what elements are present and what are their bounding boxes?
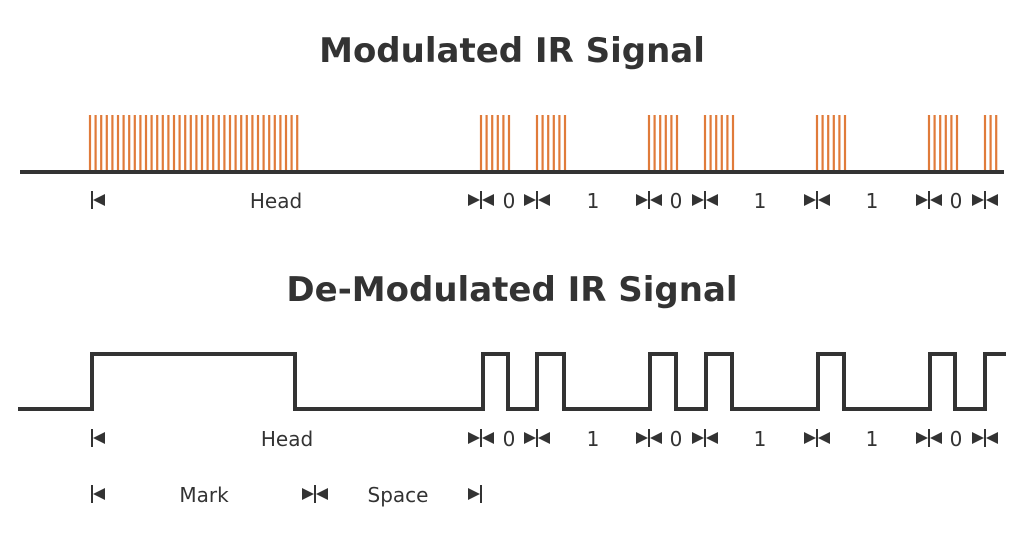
modulated-carrier-bursts (88, 115, 998, 172)
demodulated-bit-label: 0 (670, 427, 683, 451)
arrow-icon (538, 432, 550, 444)
arrow-icon (93, 432, 105, 444)
boundary-marker (804, 429, 830, 447)
carrier-burst (535, 115, 567, 172)
arrow-icon (636, 194, 648, 206)
boundary-marker (91, 429, 105, 447)
mark-label: Mark (179, 483, 229, 507)
boundary-marker (804, 191, 830, 209)
arrow-icon (972, 432, 984, 444)
modulated-title: Modulated IR Signal (319, 31, 705, 71)
arrow-icon (986, 194, 998, 206)
arrow-icon (650, 432, 662, 444)
demodulated-boundary-markers (91, 429, 998, 447)
boundary-marker (468, 191, 494, 209)
boundary-marker (692, 191, 718, 209)
arrow-icon (804, 194, 816, 206)
demodulated-bit-label: 0 (503, 427, 516, 451)
modulated-boundary-markers (91, 191, 998, 209)
boundary-marker (916, 429, 942, 447)
mark-space-boundary-markers (91, 485, 482, 503)
arrow-icon (538, 194, 550, 206)
boundary-marker (91, 191, 105, 209)
arrow-icon (706, 432, 718, 444)
demodulated-bit-label: 0 (950, 427, 963, 451)
modulated-bit-label: 1 (866, 189, 879, 213)
arrow-icon (302, 488, 314, 500)
carrier-burst (703, 115, 735, 172)
modulated-bit-label: 0 (670, 189, 683, 213)
boundary-marker (692, 429, 718, 447)
boundary-marker (972, 429, 998, 447)
boundary-marker (524, 429, 550, 447)
arrow-icon (916, 432, 928, 444)
modulated-bit-label: 1 (587, 189, 600, 213)
arrow-icon (972, 194, 984, 206)
space-label: Space (368, 483, 429, 507)
boundary-marker (524, 191, 550, 209)
boundary-marker (916, 191, 942, 209)
boundary-marker (468, 429, 494, 447)
carrier-burst (88, 115, 299, 172)
arrow-icon (986, 432, 998, 444)
demodulated-head-label: Head (261, 427, 313, 451)
arrow-icon (468, 488, 480, 500)
modulated-bit-label: 0 (503, 189, 516, 213)
boundary-marker (468, 485, 482, 503)
demodulated-waveform (18, 352, 1006, 411)
arrow-icon (93, 488, 105, 500)
demodulated-bit-label: 1 (587, 427, 600, 451)
arrow-icon (482, 194, 494, 206)
arrow-icon (930, 194, 942, 206)
demodulated-bit-label: 1 (866, 427, 879, 451)
arrow-icon (706, 194, 718, 206)
arrow-icon (524, 194, 536, 206)
boundary-marker (972, 191, 998, 209)
carrier-burst (815, 115, 847, 172)
arrow-icon (692, 432, 704, 444)
carrier-burst (983, 115, 998, 172)
boundary-marker (302, 485, 328, 503)
arrow-icon (804, 432, 816, 444)
arrow-icon (482, 432, 494, 444)
arrow-icon (930, 432, 942, 444)
modulated-bit-label: 0 (950, 189, 963, 213)
boundary-marker (636, 191, 662, 209)
arrow-icon (692, 194, 704, 206)
arrow-icon (524, 432, 536, 444)
arrow-icon (316, 488, 328, 500)
demodulated-bit-label: 1 (754, 427, 767, 451)
boundary-marker (91, 485, 105, 503)
arrow-icon (650, 194, 662, 206)
carrier-burst (927, 115, 959, 172)
arrow-icon (468, 432, 480, 444)
modulated-bit-label: 1 (754, 189, 767, 213)
arrow-icon (636, 432, 648, 444)
arrow-icon (468, 194, 480, 206)
arrow-icon (818, 432, 830, 444)
arrow-icon (818, 194, 830, 206)
demodulated-title: De-Modulated IR Signal (286, 270, 737, 310)
carrier-burst (647, 115, 679, 172)
arrow-icon (93, 194, 105, 206)
modulated-head-label: Head (250, 189, 302, 213)
carrier-burst (479, 115, 511, 172)
arrow-icon (916, 194, 928, 206)
boundary-marker (636, 429, 662, 447)
